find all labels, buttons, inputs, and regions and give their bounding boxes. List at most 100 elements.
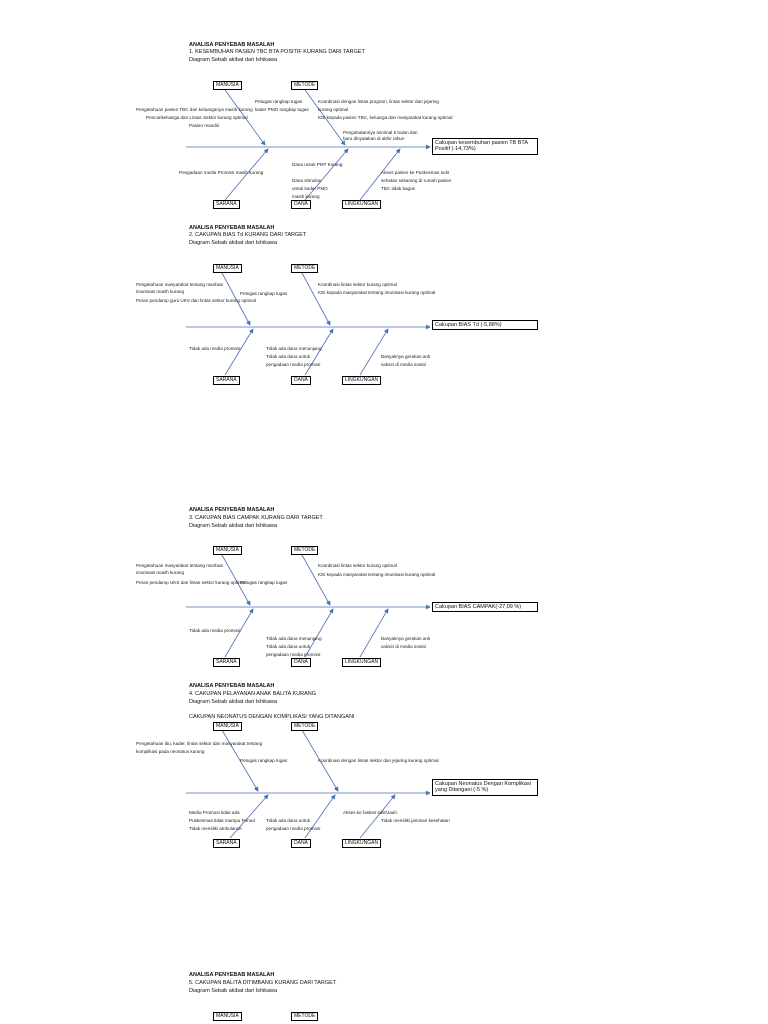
cause-label: pengadaan media promosi [266, 826, 321, 831]
heading: ANALISA PENYEBAB MASALAH [189, 507, 275, 513]
cause-label: Dana untuk PMT Kurang [292, 162, 343, 167]
bone-manusia [221, 554, 251, 606]
cause-label: Petugas rangkap tugas [240, 580, 288, 585]
bone-metode [304, 89, 346, 146]
cause-label: Pencarikeluarga dan Lintas Sektor kurang… [146, 115, 248, 120]
cause-label: KIE kepada masyarakat tentang imunisasi … [318, 290, 436, 295]
bone-dana [304, 794, 336, 839]
cause-label: Dana stimulan [292, 178, 322, 183]
bone-lingkungan [359, 608, 389, 658]
effect-box: Cakupan BIAS Td (-5,88%) [432, 320, 538, 331]
category-manusia: MANUSIA [213, 81, 242, 90]
cause-label: pengadaan media promosi [266, 362, 321, 367]
category-lingkungan: LINGKUNGAN [342, 376, 382, 385]
cause-label: kader PMO rangkap tugas [255, 107, 309, 112]
category-sarana: SARANA [213, 376, 240, 385]
cause-label: Pengadaan media Promosi masih kurang [179, 170, 264, 175]
cause-label: Petugas rangkap tugas [240, 758, 288, 763]
cause-label: Pasien mandiri [189, 123, 220, 128]
cause-label: Petugas rangkap tugas [240, 291, 288, 296]
cause-label: Tidak ada dana untuk [266, 644, 311, 649]
heading: ANALISA PENYEBAB MASALAH [189, 683, 275, 689]
caption: Diagram Sebab akibat dari Ishikawa [189, 240, 278, 246]
category-sarana: SARANA [213, 658, 240, 667]
category-metode: METODE [291, 264, 319, 273]
category-dana: DANA [291, 200, 311, 209]
cause-label: Banyaknya gerakan anti [381, 354, 431, 359]
subtitle: 3. CAKUPAN BIAS CAMPAK KURANG DARI TARGE… [189, 515, 323, 521]
subtitle: 1. KESEMBUHAN PASIEN TBC BTA POSITIF KUR… [189, 49, 365, 55]
cause-label: Tidak ada dana menunjang [266, 636, 322, 641]
caption: Diagram Sebab akibat dari Ishikawa [189, 523, 278, 529]
caption: Diagram Sebab akibat dari Ishikawa [189, 988, 278, 994]
cause-label: Koordinasi lintas sektor kurang optimal [318, 282, 397, 287]
subtitle: 2. CAKUPAN BIAS Td KURANG DARI TARGET [189, 232, 307, 238]
cause-label: Koordinasi lintas sektor kurang optimal [318, 563, 397, 568]
cause-label: Pengetahuan masyarakat tentang manfaat [136, 563, 223, 568]
cause-label: Tidak memiliki jaminan kesehatan [381, 818, 450, 823]
bone-manusia [221, 729, 259, 792]
heading: ANALISA PENYEBAB MASALAH [189, 225, 275, 231]
category-sarana: SARANA [213, 200, 240, 209]
effect-box: Cakupan BIAS CAMPAK(-27,09 %) [432, 602, 538, 613]
bone-lingkungan [359, 794, 396, 839]
cause-label: Peran pendamp UKS dan lintas sektor kura… [136, 580, 246, 585]
category-dana: DANA [291, 658, 311, 667]
cause-label: Pengobatannya minimal 6 bulan dan [343, 130, 418, 135]
caption: Diagram Sebab akibat dari Ishikawa [189, 57, 278, 63]
cause-label: vaksin di media sosial [381, 362, 426, 367]
diagram-4-bones [186, 729, 431, 839]
cause-label: Tidak ada dana untuk [266, 818, 311, 823]
cause-label: Petugas rangkap tugas [255, 99, 303, 104]
cause-label: sehatan sekarang di rumah pasien [381, 178, 452, 183]
cause-label: Tidak ada dana untuk [266, 354, 311, 359]
category-dana: DANA [291, 376, 311, 385]
cause-label: Pengetahuan ibu, kader, lintas sektor da… [136, 741, 263, 746]
cause-label: Tidak memiliki ambulance [189, 826, 242, 831]
bone-sarana [229, 794, 269, 839]
subtitle: 4. CAKUPAN PELAYANAN ANAK BALITA KURANG [189, 691, 317, 697]
bone-metode [301, 729, 339, 792]
cause-label: TBC tidak bagus [381, 186, 415, 191]
category-lingkungan: LINGKUNGAN [342, 200, 382, 209]
subtitle: 5. CAKUPAN BALITA DITIMBANG KURANG DARI … [189, 980, 337, 986]
cause-label: Tidak ada media promosi [189, 628, 241, 633]
bone-manusia [221, 272, 251, 326]
bone-lingkungan [359, 328, 389, 376]
bone-lingkungan [359, 148, 401, 201]
bone-dana [304, 148, 349, 201]
cause-label: Puskesmas tidak mampu Poned [189, 818, 255, 823]
cause-label: imunisasi masih kurang [136, 289, 184, 294]
bone-sarana [224, 328, 254, 376]
bone-sarana [224, 148, 269, 201]
cause-label: Koordinasi dengan lintas program, lintas… [318, 99, 439, 104]
cause-label: Tidak ada dana menunjang [266, 346, 322, 351]
diagram-3-bones [186, 554, 431, 658]
cause-label: Koordinasi dengan lintas sektor dan jeja… [318, 758, 439, 763]
bone-sarana [224, 608, 254, 658]
cause-label: pengadaan media promosi [266, 652, 321, 657]
bone-metode [301, 554, 331, 606]
cause-label: Akses pasien ke Puskesmas sulit [381, 170, 449, 175]
cause-label: KIE kepada pasien TBC, keluarga dan masy… [318, 115, 453, 120]
cause-label: Banyaknya gerakan anti [381, 636, 431, 641]
category-metode: METODE [291, 546, 319, 555]
cause-label: Akses ke faskes sulit/Jauh [343, 810, 397, 815]
bone-metode [301, 272, 331, 326]
category-manusia: MANUSIA [213, 546, 242, 555]
caption: Diagram Sebab akibat dari Ishikawa [189, 699, 278, 705]
cause-label: Pengetahuan pasien TBC dan keluarganya m… [136, 107, 253, 112]
heading: ANALISA PENYEBAB MASALAH [189, 42, 275, 48]
cause-label: komplikasi pada neonatus kurang [136, 749, 205, 754]
category-metode: METODE [291, 722, 319, 731]
cause-label: imunisasi masih kurang [136, 570, 184, 575]
cause-label: masih kurang [292, 194, 320, 199]
bone-manusia [224, 89, 266, 146]
category-metode: METODE [291, 81, 319, 90]
cause-label: Peran pendamp guru UKS dan lintas sektor… [136, 298, 257, 303]
category-manusia: MANUSIA [213, 1012, 242, 1021]
category-dana: DANA [291, 839, 311, 848]
cause-label: KIE kepada masyarakat tentang imunisasi … [318, 572, 436, 577]
diagram-1-bones [186, 89, 431, 201]
